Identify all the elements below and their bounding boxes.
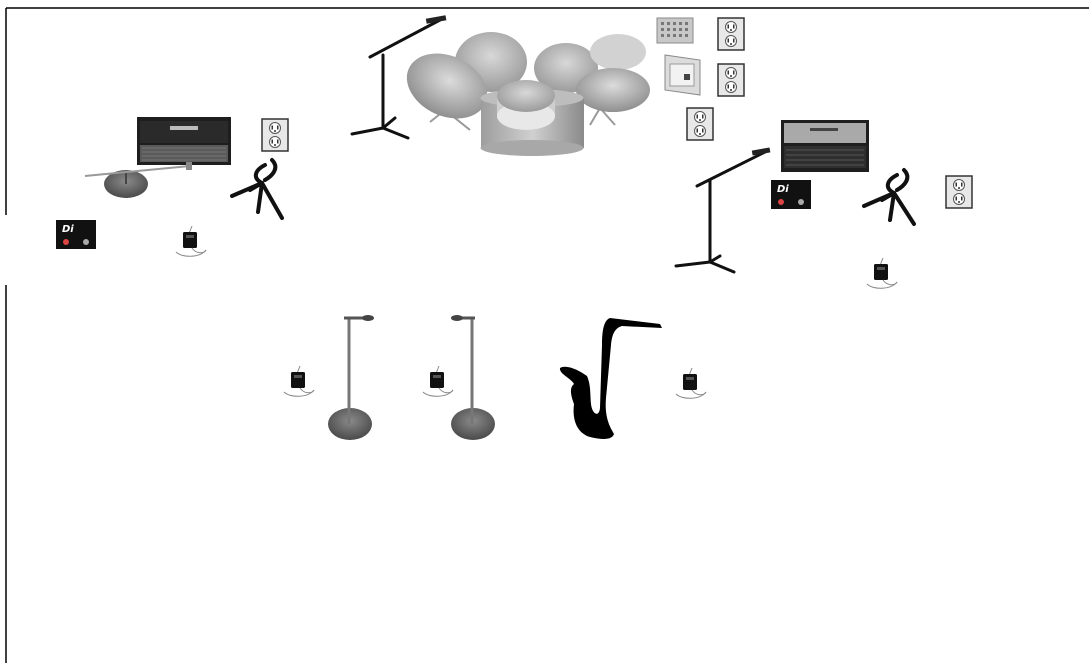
short-mic-stand-icon [84, 162, 192, 198]
hihat-cymbal-icon [406, 53, 488, 119]
bodypack-icon [675, 367, 707, 399]
bodypack-icon [866, 257, 898, 289]
svg-text:Di: Di [777, 184, 789, 195]
drum-kit-icon [406, 32, 650, 156]
stage-frame [5, 7, 1089, 663]
vocal-mic-stand-left-icon [328, 315, 374, 440]
vocal-mic-stand-right-icon [451, 315, 495, 440]
crash-cymbal-icon [590, 34, 646, 70]
outlet-icon [945, 175, 973, 209]
outlet-icon [261, 118, 289, 152]
outlet-icon [686, 107, 714, 141]
guitar-amp-right-icon [781, 120, 869, 172]
bodypack-icon [175, 225, 207, 257]
bodypack-icon [283, 365, 315, 397]
boom-mic-stand-icon [350, 18, 442, 140]
laptop-icon [664, 54, 701, 96]
microphone-right-icon [751, 147, 771, 156]
boom-mic-stand-right-icon [674, 150, 767, 274]
outlet-icon [717, 63, 745, 97]
microphone-icon [425, 15, 447, 24]
ride-cymbal-icon [576, 68, 650, 112]
outlet-icon [717, 17, 745, 51]
guitar-stand-right-icon [862, 168, 916, 226]
guitar-stand-left-icon [230, 158, 284, 220]
di-box-left-icon: Di [56, 220, 96, 249]
keyboard-controller-icon [656, 17, 694, 44]
svg-text:Di: Di [62, 224, 74, 235]
guitar-amp-left-icon [137, 117, 231, 165]
di-box-right-icon: Di [771, 180, 811, 209]
saxophone-icon [559, 318, 662, 439]
bodypack-icon [422, 365, 454, 397]
